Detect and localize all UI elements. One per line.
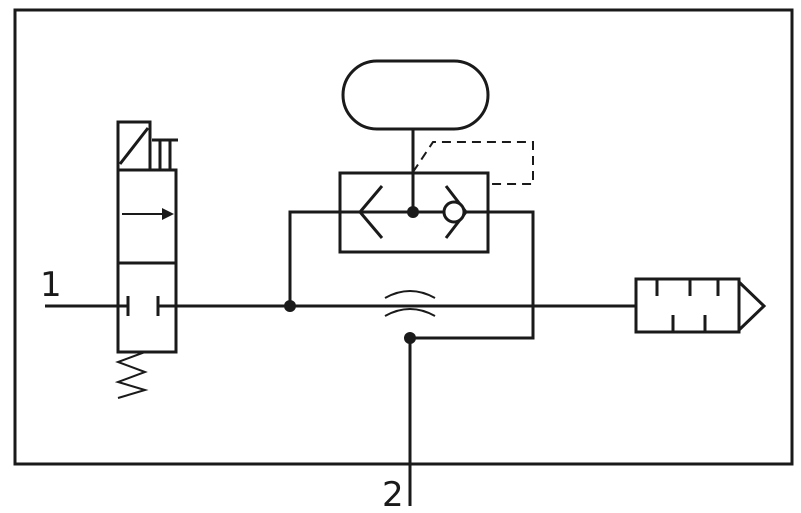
branch-left: [288, 210, 340, 306]
silencer: [634, 277, 767, 334]
boundary-frame: [13, 8, 794, 466]
valve-flow-arrowhead: [162, 208, 174, 220]
valve-body: [116, 168, 178, 354]
port-2-label: 2: [382, 475, 404, 513]
junction-left: [284, 300, 296, 312]
branch-right: [410, 210, 535, 340]
solenoid-valve: [114, 120, 178, 399]
throttle-lower-arc: [384, 308, 436, 317]
solenoid-slash: [118, 127, 150, 165]
return-spring: [114, 351, 149, 399]
pilot-dashed-line: [412, 141, 534, 185]
shuttle-valve: [338, 130, 490, 254]
silencer-body: [634, 277, 741, 334]
silencer-tip: [737, 280, 767, 332]
air-reservoir: [341, 59, 490, 131]
shuttle-ball: [442, 200, 466, 224]
port-1-label: 1: [40, 265, 62, 305]
shuttle-left-seat: [358, 185, 384, 239]
shuttle-right-seat: [444, 185, 468, 239]
throttle-upper-arc: [384, 290, 436, 299]
